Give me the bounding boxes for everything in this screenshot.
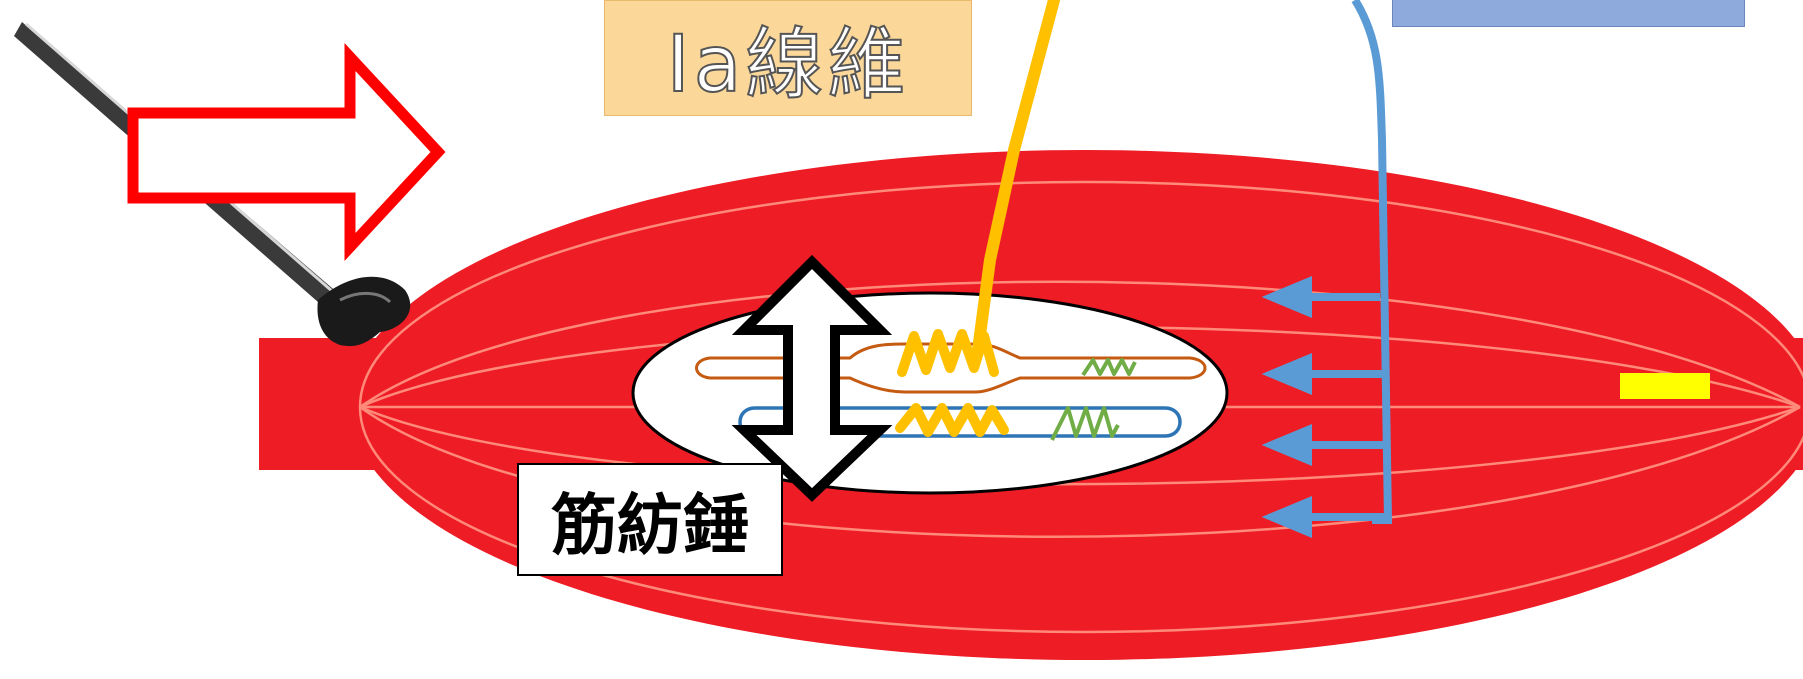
gamma-coil-top <box>1081 358 1137 377</box>
motor-nerve-line <box>1351 0 1393 524</box>
muscle-spindle-label: 筋紡錘 <box>517 463 783 576</box>
tendon-mark <box>1620 373 1710 399</box>
ia-annulospiral-bottom <box>895 403 1009 437</box>
ia-fiber-line <box>972 0 1060 356</box>
right-arrow-icon <box>127 42 446 262</box>
motor-neuron-box <box>1392 0 1745 27</box>
ia-fiber-label: Ⅰa線維 <box>604 0 972 116</box>
intrafusal-fiber-bottom <box>738 406 1182 438</box>
motor-nerve-branches <box>1261 276 1386 538</box>
up-down-arrow-icon <box>731 254 893 502</box>
gamma-coil-bottom <box>1050 406 1120 441</box>
ia-annulospiral-top <box>897 329 999 377</box>
intrafusal-fiber-top <box>695 342 1207 394</box>
